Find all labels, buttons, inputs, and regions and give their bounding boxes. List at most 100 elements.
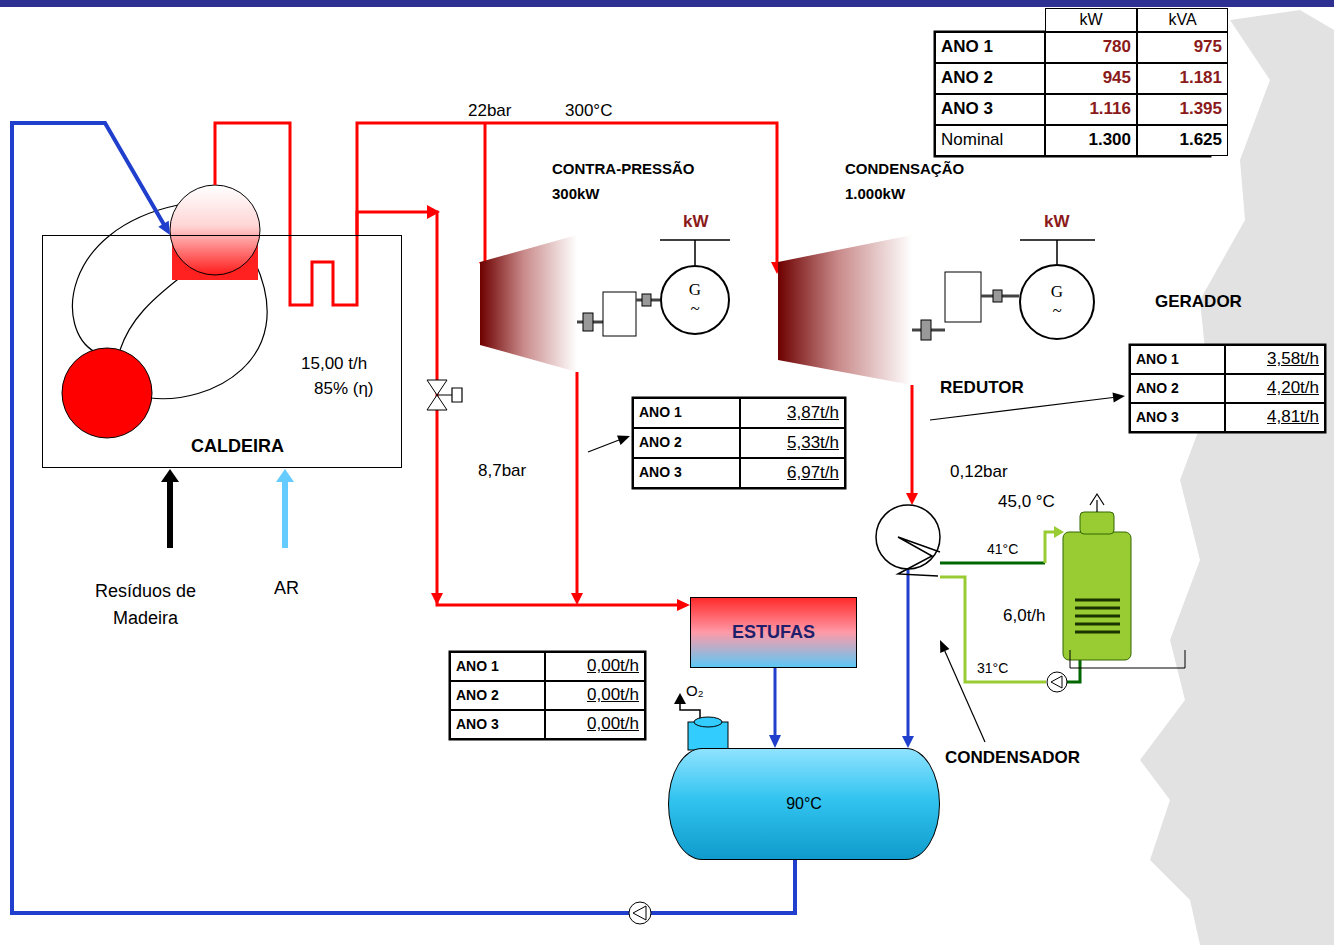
tower-fan-housing [1080,512,1114,534]
condensing-turbine [778,235,912,385]
mud-drum [62,348,152,438]
deaerator-dome [694,717,722,727]
condensate-pipe [907,569,910,736]
bypass-valve [427,395,447,410]
table-cell: ANO 1 [935,32,1045,63]
bypass-valve [427,380,447,395]
tower-louvers [1075,600,1120,632]
deaerator-tank: 90°C [668,748,940,860]
input-label: AR [274,578,299,599]
table-cell: ANO 2 [1130,374,1225,403]
arrow-head [906,493,918,505]
gas-label: O₂ [686,682,704,699]
turbine-title: CONTRA-PRESSÃO [552,160,695,177]
table-frame [1130,345,1325,432]
node-text: 90°C [786,795,822,813]
table-cell: ANO 3 [450,710,545,739]
pump-symbol [633,906,646,920]
steam-pipe [484,123,487,262]
node-text: 15,00 t/h [301,354,367,374]
table-cell: 945 [1045,63,1137,94]
arrow-head [677,599,690,611]
table-cell: ANO 1 [633,398,740,428]
table-cell: ANO 2 [935,63,1045,94]
generator-circle: G~ [1019,264,1095,340]
gearbox [603,292,636,336]
table-cell: ANO 2 [633,428,740,458]
table-cell: 1.395 [1137,94,1228,125]
cooling-pipe [1067,660,1080,682]
table-cell: 0,00t/h [545,710,645,739]
turbine-rating: 1.000kW [845,185,905,202]
greenhouse-box: ESTUFAS [690,597,857,668]
table-cell: 1.181 [1137,63,1228,94]
arrow-head [276,469,294,482]
power-lead [1020,240,1095,264]
power-unit: kW [683,212,709,232]
table-cell: ANO 2 [450,681,545,710]
temperature-label: 41°C [985,541,1020,557]
table-cell: kVA [1137,8,1228,32]
coupling [921,320,931,340]
condenser-coil [898,537,940,576]
table-cell: 0,00t/h [545,681,645,710]
air-arrow [282,482,288,548]
node-text: ~ [690,300,699,319]
coupling [642,294,651,306]
arrow-head [940,640,949,653]
pressure-label: 8,7bar [478,461,526,481]
node-text: G [1051,283,1063,302]
arrow-head [571,593,583,605]
temperature-label: 45,0 °C [998,492,1055,512]
boiler-tube [150,262,267,399]
input-label: Resíduos de Madeira [78,578,213,632]
table-cell: 3,58t/h [1225,345,1325,374]
generator-circle: G~ [660,265,730,335]
pressure-label: 22bar [468,101,511,121]
table-frame [633,398,845,488]
tower-basin [1070,650,1185,668]
pump [1047,672,1067,692]
cooling-tower [1063,532,1131,660]
table-cell: ANO 3 [633,458,740,488]
table-cell: ANO 1 [450,652,545,681]
feed-pump [629,902,651,924]
table-cell: 3,87t/h [740,398,845,428]
node-text: G [689,281,701,300]
gearbox [945,272,981,322]
coupling [583,313,593,331]
coupling [993,290,1002,302]
component-name: REDUTOR [940,378,1024,398]
condensate-pipe [769,668,781,748]
turbine-title: CONDENSAÇÃO [845,160,964,177]
temperature-label: 31°C [975,660,1010,676]
table-cell: kW [1045,8,1137,32]
node-text: CALDEIRA [191,436,284,457]
table-cell: 1.625 [1137,125,1228,156]
pressure-label: 0,12bar [950,462,1008,482]
steam-drum [170,185,260,275]
condensate-pipe [774,668,777,739]
exhaust-pipe [911,385,914,493]
table-cell: 4,20t/h [1225,374,1325,403]
flow-label: 6,0t/h [1003,606,1046,626]
power-lead [660,240,730,265]
component-name: GERADOR [1155,292,1242,312]
arrow-head [161,469,179,482]
node-text: ~ [1052,302,1061,321]
table-cell: 6,97t/h [740,458,845,488]
temperature-label: 300°C [565,101,612,121]
component-name: CONDENSADOR [945,748,1080,768]
power-unit: kW [1044,212,1070,232]
arrow-head [1113,393,1126,403]
cooling-pipe [940,577,1046,682]
cooling-pipe [940,562,1045,565]
boiler-tube [72,205,178,352]
arrow-head [769,735,781,748]
fuel-arrow [167,482,173,548]
boiler-box: 15,00 t/h85% (η)CALDEIRA [42,235,402,468]
boiler-tube [120,270,190,350]
table-cell: 780 [1045,32,1137,63]
table-cell: 4,81t/h [1225,403,1325,432]
table-cell: ANO 1 [1130,345,1225,374]
